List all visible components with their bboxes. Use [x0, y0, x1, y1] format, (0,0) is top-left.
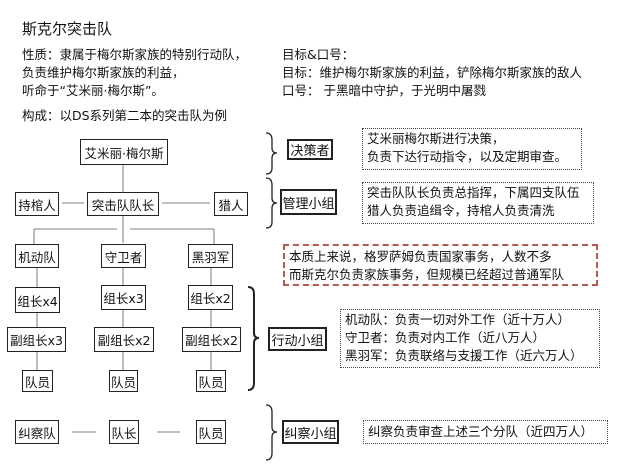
desc-patrol: 纠察负责审查上述三个分队（近四万人）	[363, 420, 608, 444]
node-deputy: 副组长x3	[7, 327, 66, 352]
desc-line: 突击队队长负责总指挥，下属四支队伍	[367, 185, 580, 200]
goals-text: 目标&口号： 目标：维护梅尔斯家族的利益，铲除梅尔斯家族的敌人 口号： 于黑暗中…	[282, 46, 582, 100]
brace-management	[265, 177, 278, 229]
brace-action	[247, 286, 260, 391]
node-squad: 黑羽军	[188, 244, 233, 268]
goals-line: 目标：维护梅尔斯家族的利益，铲除梅尔斯家族的敌人	[282, 65, 583, 80]
node-team-lead: 组长x4	[15, 287, 60, 313]
nature-text: 性质：隶属于梅尔斯家族的特别行动队， 负责维护梅尔斯家族的利益， 听命于“艾米丽…	[22, 46, 247, 100]
desc-line: 艾米丽梅尔斯进行决策，	[367, 131, 505, 146]
desc-line: 纠察负责审查上述三个分队（近四万人）	[368, 424, 594, 439]
node-team-lead: 组长x2	[188, 285, 233, 310]
node-squad: 守卫者	[101, 244, 146, 268]
label-action: 行动小组	[268, 327, 327, 351]
node-hunter: 猎人	[214, 192, 248, 216]
brace-patrol	[265, 404, 278, 461]
node-member: 队员	[22, 370, 53, 392]
node-coffin-bearer: 持棺人	[15, 192, 59, 216]
node-deputy: 副组长x2	[94, 327, 154, 352]
node-member: 队员	[196, 370, 226, 392]
goals-line: 口号： 于黑暗中守护，于光明中屠戮	[282, 83, 486, 98]
node-captain: 突击队队长	[87, 192, 159, 216]
node-team-lead: 组长x3	[101, 285, 146, 310]
goals-line: 目标&口号：	[282, 47, 355, 62]
label-patrol: 纠察小组	[282, 420, 339, 444]
label-management: 管理小组	[280, 189, 337, 215]
label-decision: 决策者	[287, 139, 333, 160]
desc-line: 机动队：负责一切对外工作（近十万人）	[345, 312, 571, 327]
page-title: 斯克尔突击队	[22, 20, 113, 38]
desc-action: 机动队：负责一切对外工作（近十万人） 守卫者：负责对内工作（近八万人） 黑羽军：…	[340, 309, 600, 368]
nature-line: 负责维护梅尔斯家族的利益，	[22, 65, 185, 80]
node-deputy: 副组长x2	[182, 327, 241, 352]
node-squad: 机动队	[15, 244, 59, 268]
node-leader: 艾米丽·梅尔斯	[80, 139, 168, 165]
node-member: 队员	[109, 370, 138, 392]
desc-line: 黑羽军：负责联络与支援工作（近六万人）	[345, 348, 583, 363]
nature-line: 听命于“艾米丽·梅尔斯”。	[22, 83, 164, 98]
brace-decision	[265, 132, 278, 175]
desc-decision: 艾米丽梅尔斯进行决策， 负责下达行动指令，以及定期审查。	[362, 128, 582, 170]
desc-line: 负责下达行动指令，以及定期审查。	[367, 149, 568, 164]
note-line: 而斯克尔负责家族事务，但规模已经超过普通军队	[289, 267, 565, 282]
node-patrol: 纠察队	[15, 420, 59, 444]
node-patrol-lead: 队长	[109, 420, 139, 444]
nature-line: 性质：隶属于梅尔斯家族的特别行动队，	[22, 47, 248, 62]
note-line: 本质上来说，格罗萨姆负责国家事务，人数不多	[289, 249, 552, 264]
desc-line: 猎人负责追缉令，持棺人负责清洗	[367, 203, 555, 218]
composition-text: 构成：以DS系列第二本的突击队为例	[22, 108, 228, 123]
desc-management: 突击队队长负责总指挥，下属四支队伍 猎人负责追缉令，持棺人负责清洗	[362, 182, 594, 224]
node-patrol-member: 队员	[196, 420, 226, 444]
note-box: 本质上来说，格罗萨姆负责国家事务，人数不多 而斯克尔负责家族事务，但规模已经超过…	[283, 244, 598, 286]
desc-line: 守卫者：负责对内工作（近八万人）	[345, 330, 546, 345]
